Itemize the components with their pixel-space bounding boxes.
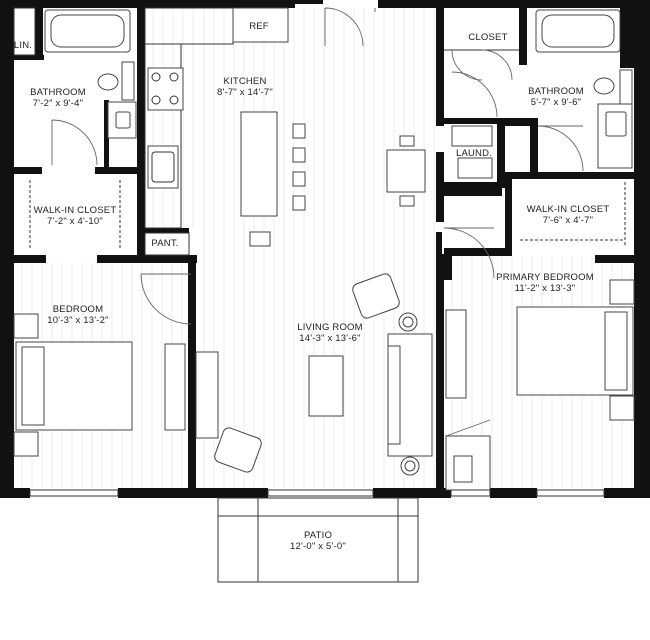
label-wic-right-dims: 7'-6" x 4'-7" <box>543 215 593 226</box>
label-primary-bedroom-dims: 11'-2" x 13'-3" <box>515 283 576 294</box>
living-room-fixtures <box>195 273 433 476</box>
primary-bedroom-fixtures <box>443 227 635 491</box>
laundry-fixtures <box>451 125 493 179</box>
label-bath-right-dims: 5'-7" x 9'-6" <box>531 97 581 108</box>
label-pant: PANT. <box>151 238 178 249</box>
bath-left-fixtures <box>44 9 137 166</box>
closet-right-fixtures <box>444 49 519 118</box>
label-patio-name: PATIO <box>304 530 332 541</box>
pantry <box>144 232 190 256</box>
label-kitchen-name: KITCHEN <box>223 76 266 87</box>
label-wic-right-name: WALK-IN CLOSET <box>527 204 610 215</box>
lin-closet <box>13 7 36 56</box>
walls <box>0 0 650 498</box>
label-wic-left-dims: 7'-2" x 4'-10" <box>47 216 103 227</box>
bath-right-fixtures <box>535 9 633 172</box>
patio <box>217 497 419 583</box>
label-closet: CLOSET <box>468 32 507 43</box>
label-primary-bedroom-name: PRIMARY BEDROOM <box>496 272 594 283</box>
kitchen-fixtures <box>144 7 376 247</box>
bedroom-left-fixtures <box>13 273 192 457</box>
wic-right-fixtures <box>520 182 626 245</box>
label-laund: LAUND. <box>456 148 492 159</box>
dining-table <box>386 135 426 207</box>
label-patio-dims: 12'-0" x 5'-0" <box>290 541 346 552</box>
label-ref: REF <box>249 21 269 32</box>
label-bath-right-name: BATHROOM <box>528 86 584 97</box>
label-lin: LIN. <box>14 40 32 51</box>
label-bedroom-name: BEDROOM <box>53 304 104 315</box>
label-living-name: LIVING ROOM <box>297 322 363 333</box>
windows <box>29 489 605 497</box>
label-kitchen-dims: 8'-7" x 14'-7" <box>217 87 273 98</box>
wic-left-fixtures <box>29 180 121 250</box>
label-bedroom-dims: 10'-3" x 13'-2" <box>47 315 108 326</box>
label-living-dims: 14'-3" x 13'-6" <box>299 333 360 344</box>
label-bath-left-name: BATHROOM <box>30 87 86 98</box>
label-bath-left-dims: 7'-2" x 9'-4" <box>33 98 83 109</box>
label-wic-left-name: WALK-IN CLOSET <box>34 205 117 216</box>
